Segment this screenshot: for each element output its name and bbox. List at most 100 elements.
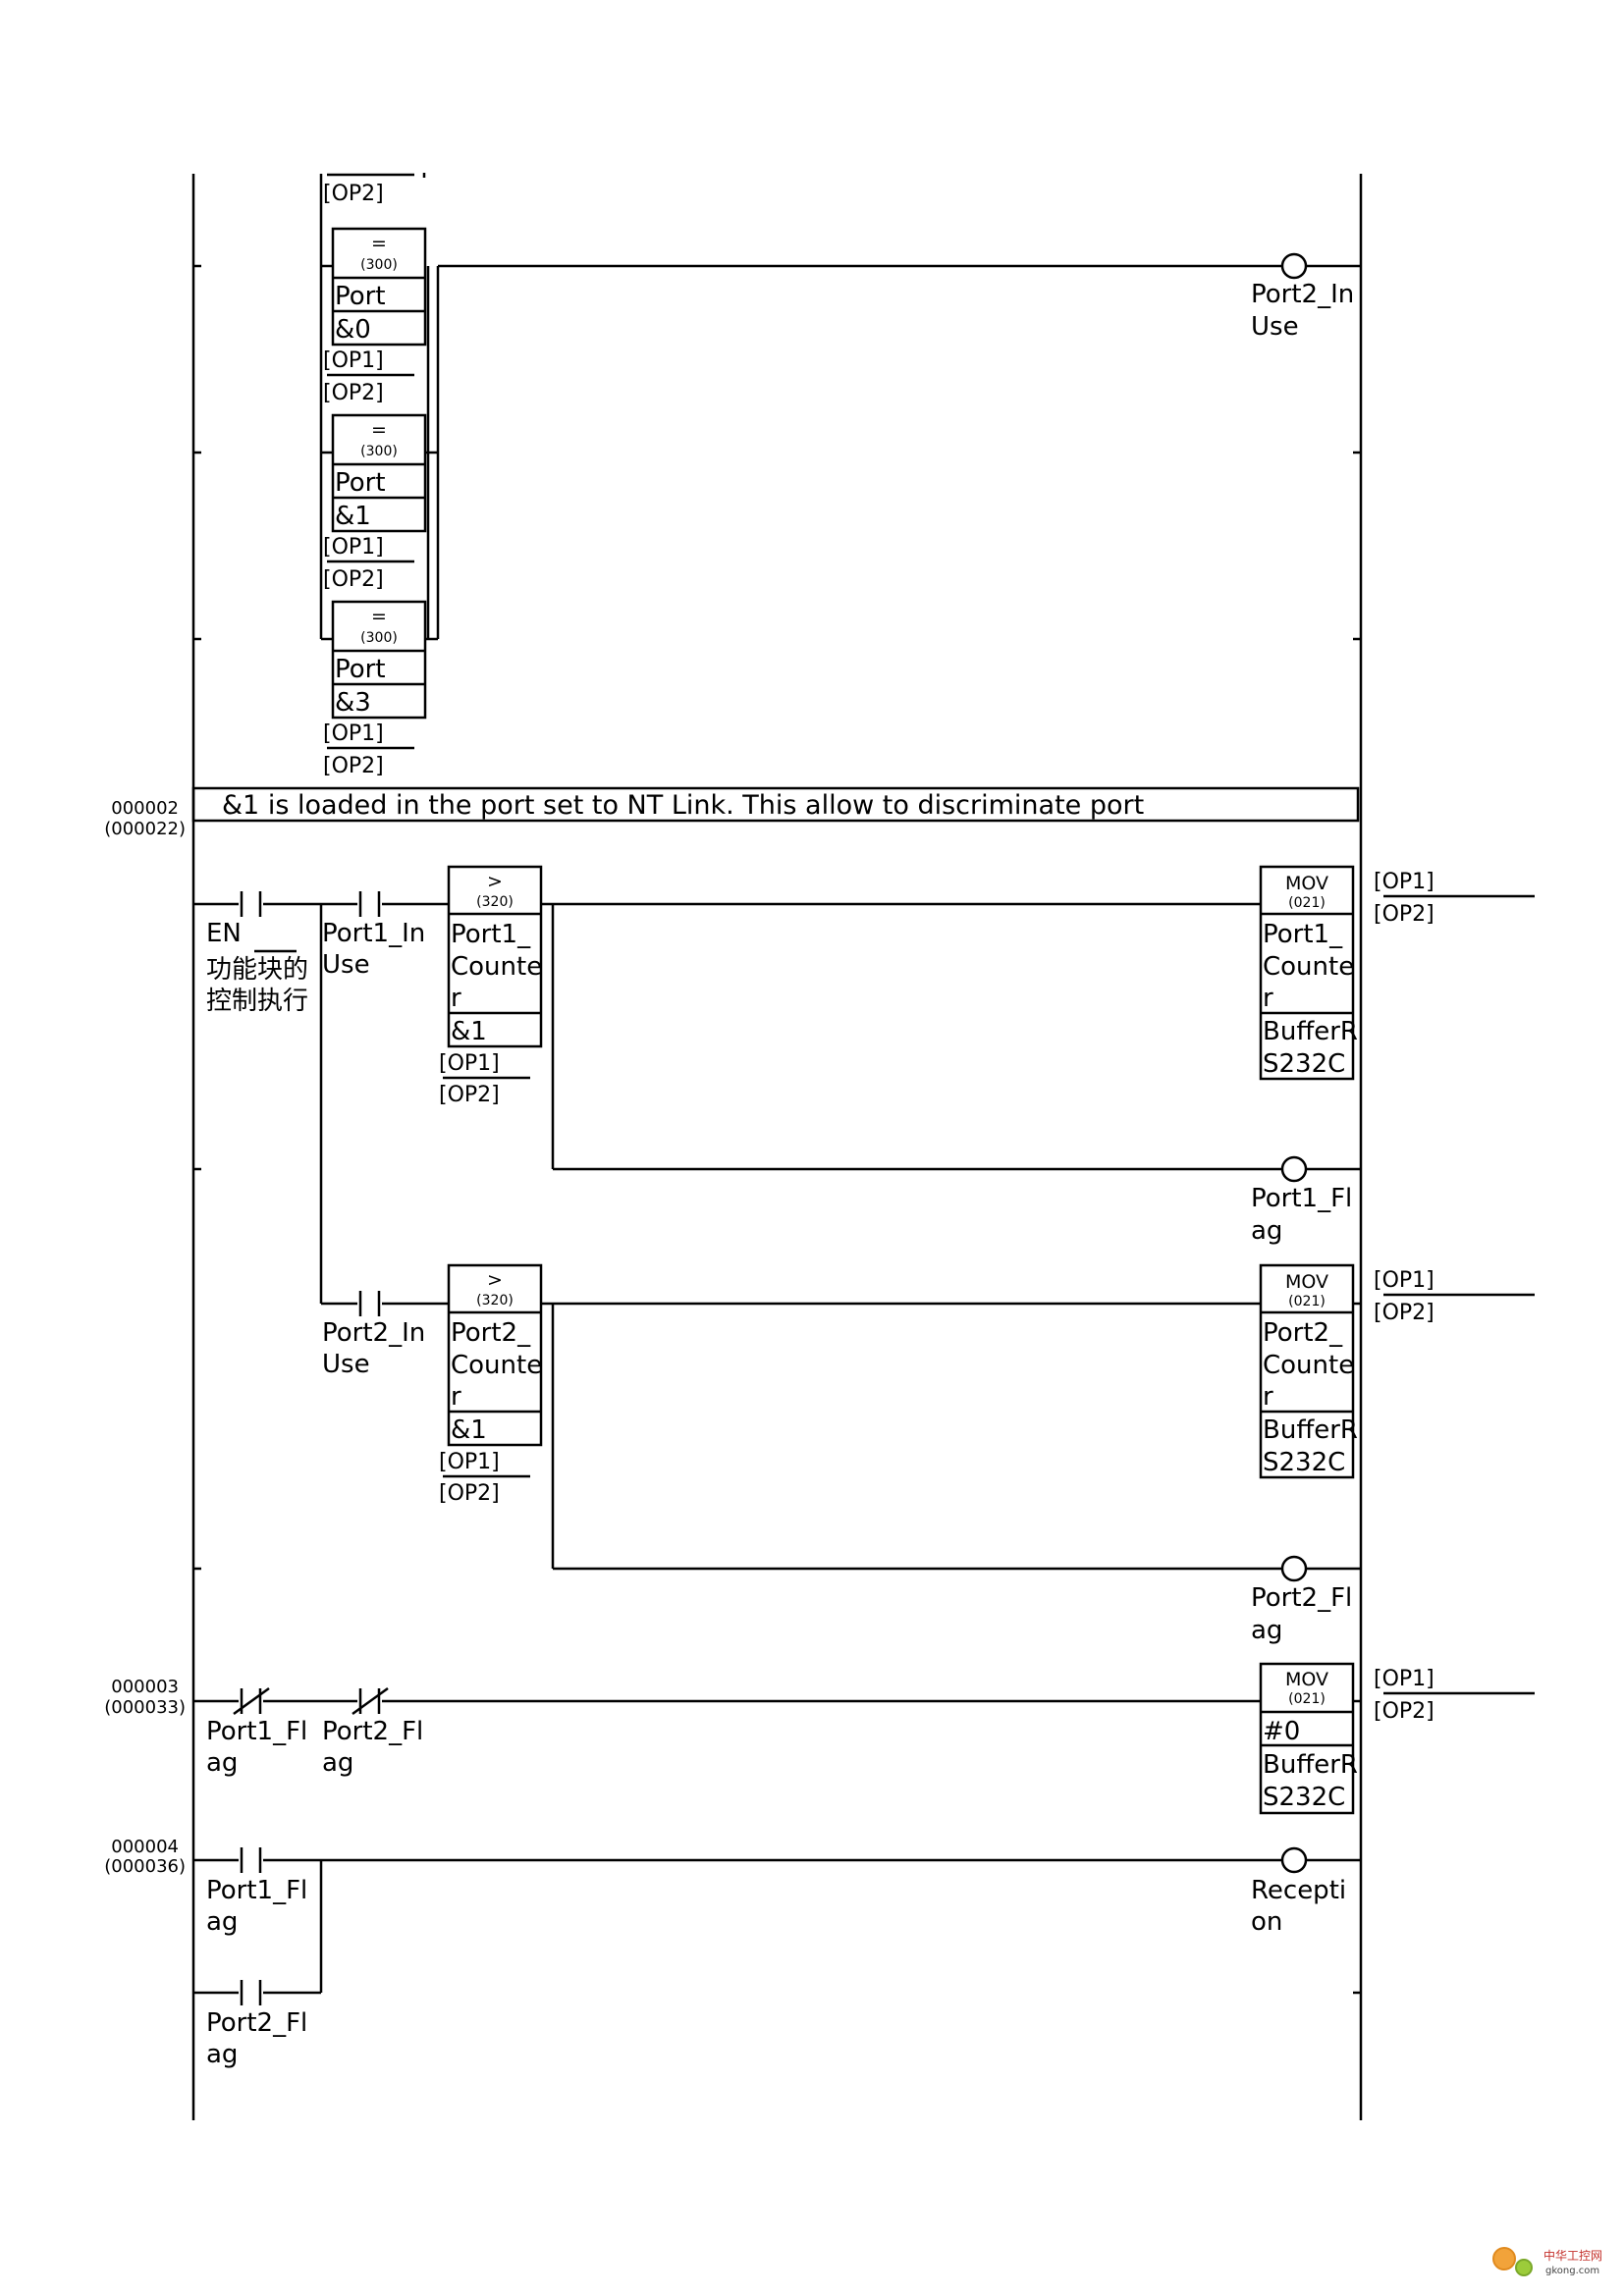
svg-text:Port1_Fl: Port1_Fl bbox=[206, 1717, 307, 1746]
compare-block: = (300) Port &0 [OP1] [OP2] bbox=[323, 227, 427, 405]
svg-text:&3: &3 bbox=[335, 688, 371, 718]
svg-text:[OP1]: [OP1] bbox=[323, 348, 384, 373]
svg-text:Counte: Counte bbox=[451, 1351, 542, 1380]
rung-comment: &1 is loaded in the port set to NT Link.… bbox=[222, 790, 1144, 821]
svg-text:on: on bbox=[1251, 1907, 1282, 1937]
svg-text:[OP2]: [OP2] bbox=[323, 381, 384, 405]
svg-text:MOV: MOV bbox=[1285, 873, 1328, 894]
svg-text:>: > bbox=[487, 871, 503, 892]
svg-text:(320): (320) bbox=[476, 1293, 514, 1308]
top-fragment: [OP2] bbox=[323, 173, 426, 206]
svg-text:(320): (320) bbox=[476, 894, 514, 910]
svg-text:=: = bbox=[371, 233, 387, 254]
svg-text:(021): (021) bbox=[1288, 1294, 1326, 1309]
svg-text:Port1_Fl: Port1_Fl bbox=[206, 1876, 307, 1905]
svg-text:000003: 000003 bbox=[111, 1677, 179, 1697]
coil-port2-inuse bbox=[1280, 252, 1308, 280]
svg-text:[OP2]: [OP2] bbox=[439, 1481, 500, 1506]
gear-icon bbox=[1515, 2259, 1533, 2276]
op2-label: [OP2] bbox=[323, 182, 384, 206]
svg-text:&1: &1 bbox=[451, 1415, 487, 1445]
svg-text:BufferR: BufferR bbox=[1263, 1750, 1358, 1780]
svg-text:[OP2]: [OP2] bbox=[323, 567, 384, 592]
svg-text:[OP2]: [OP2] bbox=[1374, 1301, 1435, 1325]
coil-reception bbox=[1280, 1846, 1308, 1874]
svg-text:Counte: Counte bbox=[1263, 952, 1354, 982]
coil-port2-flag bbox=[1280, 1555, 1308, 1582]
watermark-brand: 中华工控网 bbox=[1543, 2248, 1602, 2263]
svg-text:&0: &0 bbox=[335, 315, 371, 345]
watermark-url: gkong.com bbox=[1545, 2266, 1599, 2276]
svg-text:&1: &1 bbox=[451, 1017, 487, 1046]
rung-000002: 000002 (000022) &1 is loaded in the port… bbox=[104, 786, 1535, 1645]
svg-text:Port2_Fl: Port2_Fl bbox=[322, 1717, 423, 1746]
svg-text:Port: Port bbox=[335, 655, 386, 684]
svg-text:BufferR: BufferR bbox=[1263, 1415, 1358, 1445]
svg-text:[OP1]: [OP1] bbox=[1374, 1667, 1435, 1691]
svg-text:&1: &1 bbox=[335, 502, 371, 531]
svg-text:r: r bbox=[1263, 1382, 1273, 1412]
svg-text:[OP2]: [OP2] bbox=[323, 754, 384, 778]
watermark: 中华工控网 gkong.com bbox=[1492, 2247, 1602, 2276]
svg-text:[OP2]: [OP2] bbox=[1374, 902, 1435, 927]
gear-icon bbox=[1492, 2247, 1516, 2270]
svg-text:Counte: Counte bbox=[451, 952, 542, 982]
svg-text:(000036): (000036) bbox=[104, 1856, 186, 1877]
svg-text:ag: ag bbox=[206, 1907, 238, 1937]
svg-text:[OP1]: [OP1] bbox=[439, 1450, 500, 1474]
svg-text:[OP1]: [OP1] bbox=[323, 535, 384, 560]
svg-text:MOV: MOV bbox=[1285, 1669, 1328, 1690]
svg-text:[OP1]: [OP1] bbox=[439, 1051, 500, 1076]
svg-text:[OP1]: [OP1] bbox=[1374, 870, 1435, 894]
svg-text:(021): (021) bbox=[1288, 1691, 1326, 1707]
svg-text:[OP2]: [OP2] bbox=[439, 1083, 500, 1107]
svg-text:Port2_In: Port2_In bbox=[322, 1318, 425, 1348]
svg-text:(300): (300) bbox=[360, 444, 398, 459]
svg-text:Port: Port bbox=[335, 282, 386, 311]
svg-text:(000022): (000022) bbox=[104, 819, 186, 839]
svg-text:Port2_: Port2_ bbox=[451, 1318, 531, 1348]
svg-text:MOV: MOV bbox=[1285, 1271, 1328, 1293]
svg-text:[OP1]: [OP1] bbox=[323, 721, 384, 746]
rung-000003: 000003 (000033) Port1_Fl ag Port2_Fl ag … bbox=[104, 1662, 1535, 1815]
svg-text:(021): (021) bbox=[1288, 895, 1326, 911]
svg-text:Port1_In: Port1_In bbox=[322, 919, 425, 948]
svg-text:Recepti: Recepti bbox=[1251, 1876, 1346, 1905]
svg-text:Port2_: Port2_ bbox=[1263, 1318, 1343, 1348]
svg-text:(000033): (000033) bbox=[104, 1697, 186, 1718]
compare-block: = (300) Port &3 [OP1] [OP2] bbox=[323, 600, 427, 778]
svg-text:Counte: Counte bbox=[1263, 1351, 1354, 1380]
svg-text:(300): (300) bbox=[360, 630, 398, 646]
svg-text:Port: Port bbox=[335, 468, 386, 498]
coil-port1-flag bbox=[1280, 1155, 1308, 1183]
right-rail-ticks bbox=[1353, 451, 1361, 1995]
svg-text:ag: ag bbox=[1251, 1616, 1282, 1645]
svg-text:000004: 000004 bbox=[111, 1837, 179, 1857]
left-rail-ticks bbox=[193, 264, 201, 1571]
svg-text:ag: ag bbox=[206, 2040, 238, 2069]
svg-text:000002: 000002 bbox=[111, 798, 179, 819]
svg-text:[OP2]: [OP2] bbox=[1374, 1699, 1435, 1724]
svg-text:[OP1]: [OP1] bbox=[1374, 1268, 1435, 1293]
svg-text:=: = bbox=[371, 419, 387, 441]
svg-text:功能块的: 功能块的 bbox=[206, 955, 308, 985]
svg-text:ag: ag bbox=[206, 1748, 238, 1778]
svg-text:EN: EN bbox=[206, 919, 242, 948]
svg-text:Port1_: Port1_ bbox=[1263, 920, 1343, 949]
svg-text:r: r bbox=[451, 984, 461, 1013]
svg-text:(300): (300) bbox=[360, 257, 398, 273]
svg-text:r: r bbox=[1263, 984, 1273, 1013]
svg-text:Port1_: Port1_ bbox=[451, 920, 531, 949]
svg-text:>: > bbox=[487, 1269, 503, 1291]
svg-text:BufferR: BufferR bbox=[1263, 1017, 1358, 1046]
svg-text:控制执行: 控制执行 bbox=[206, 987, 308, 1016]
svg-text:S232C: S232C bbox=[1263, 1448, 1345, 1477]
svg-text:Port2_Fl: Port2_Fl bbox=[206, 2008, 307, 2038]
svg-text:#0: #0 bbox=[1263, 1717, 1300, 1746]
svg-text:=: = bbox=[371, 606, 387, 627]
svg-text:S232C: S232C bbox=[1263, 1049, 1345, 1079]
svg-text:Port2_In: Port2_In bbox=[1251, 280, 1354, 309]
svg-text:ag: ag bbox=[1251, 1216, 1282, 1246]
svg-text:Port2_Fl: Port2_Fl bbox=[1251, 1583, 1352, 1613]
